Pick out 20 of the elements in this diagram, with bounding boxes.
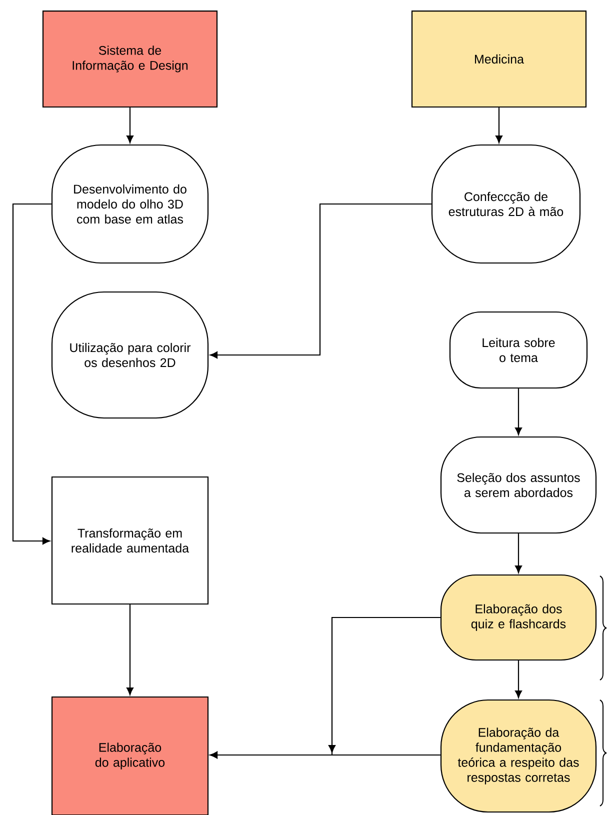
arrow xyxy=(126,108,134,144)
arrow xyxy=(515,534,522,574)
rounded-process-box: Elaboração da fundamentação teórica a respeito das respostas corretas xyxy=(440,699,597,813)
arrow xyxy=(496,108,502,144)
rounded-process-box: Seleção dos assuntos a serem abordados xyxy=(440,436,597,534)
arrow xyxy=(126,604,134,696)
rounded-process-box: Confeccção de estruturas 2D à mão xyxy=(431,144,581,264)
process-box: Sistema de Informação e Design xyxy=(42,10,218,108)
process-box: Medicina xyxy=(411,10,587,108)
arrow xyxy=(515,388,522,436)
rounded-process-box: Elaboração dos quiz e flashcards xyxy=(440,574,597,661)
rounded-process-box: Leitura sobre o tema xyxy=(449,311,588,389)
process-box: Elaboração do aplicativo xyxy=(51,696,209,815)
arrow xyxy=(12,203,52,544)
arrow xyxy=(515,660,522,698)
arrow xyxy=(210,752,440,758)
arrow xyxy=(210,203,432,358)
rounded-process-box: Desenvolvimento do modelo do olho 3D com base em atlas xyxy=(51,144,209,264)
rounded-process-box: Utilização para colorir os desenhos 2D xyxy=(51,291,209,419)
process-box: Transformação em realidade aumentada xyxy=(51,476,209,605)
